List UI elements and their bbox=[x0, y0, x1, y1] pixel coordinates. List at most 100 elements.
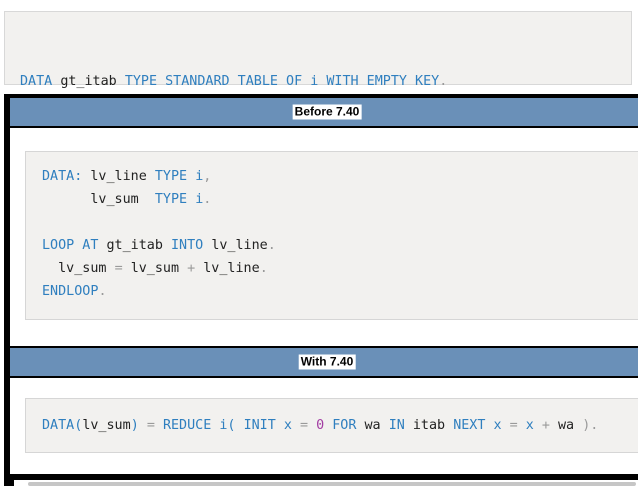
code-token: wa bbox=[558, 418, 575, 433]
code-token: itab bbox=[412, 418, 446, 433]
code-token: INTO bbox=[171, 238, 204, 253]
code-token bbox=[179, 261, 187, 276]
intro-code-block: DATA gt_itab TYPE STANDARD TABLE OF i WI… bbox=[4, 11, 632, 158]
code-line: DATA: lv_line TYPE i, bbox=[42, 165, 276, 188]
code-token: . bbox=[98, 284, 107, 299]
code-token: x bbox=[283, 418, 292, 433]
code-token bbox=[502, 418, 510, 433]
code-token: lv_sum bbox=[58, 261, 107, 276]
code-token: x bbox=[525, 418, 534, 433]
code-token: lv_sum bbox=[130, 261, 180, 276]
section-pane-before: DATA: lv_line TYPE i, lv_sum TYPE i.​LOO… bbox=[10, 128, 638, 346]
code-token: , bbox=[203, 169, 212, 184]
code-token: DATA bbox=[20, 74, 53, 89]
code-line: LOOP AT gt_itab INTO lv_line. bbox=[42, 234, 276, 257]
section-pane-with: DATA(lv_sum) = REDUCE i( INIT x = 0 FOR … bbox=[10, 378, 638, 474]
scrollbar-thumb[interactable] bbox=[28, 482, 636, 486]
code-token bbox=[356, 418, 364, 433]
code-token: WITH EMPTY KEY bbox=[326, 74, 440, 89]
code-token: i bbox=[195, 169, 204, 184]
code-token: = bbox=[509, 418, 518, 433]
code-token bbox=[574, 418, 582, 433]
code-token: TYPE bbox=[154, 192, 188, 207]
code-token bbox=[276, 418, 284, 433]
code-token bbox=[381, 418, 389, 433]
code-token bbox=[445, 418, 453, 433]
code-line: lv_sum = lv_sum + lv_line. bbox=[42, 257, 276, 280]
code-token bbox=[139, 192, 155, 207]
code-token: . bbox=[439, 74, 448, 89]
code-token: . bbox=[267, 238, 276, 253]
code-token bbox=[534, 418, 542, 433]
code-token bbox=[147, 169, 155, 184]
section-title-with: With 7.40 bbox=[298, 354, 356, 370]
code-line: ENDLOOP. bbox=[42, 280, 276, 303]
code-token: . bbox=[590, 418, 599, 433]
code-token: DATA( bbox=[42, 418, 83, 433]
code-line: DATA(lv_sum) = REDUCE i( INIT x = 0 FOR … bbox=[42, 414, 598, 437]
code-token: x bbox=[493, 418, 502, 433]
code-token: i bbox=[310, 74, 319, 89]
code-with: DATA(lv_sum) = REDUCE i( INIT x = 0 FOR … bbox=[42, 414, 598, 437]
code-token: i bbox=[195, 192, 204, 207]
code-token: 0 bbox=[316, 418, 325, 433]
code-token: lv_sum bbox=[90, 192, 139, 207]
code-token: = bbox=[114, 261, 123, 276]
code-token: lv_line bbox=[90, 169, 147, 184]
code-token: = bbox=[146, 418, 155, 433]
comparison-table: Before 7.40 DATA: lv_line TYPE i, lv_sum… bbox=[4, 94, 638, 486]
code-token bbox=[236, 418, 244, 433]
code-token: TYPE bbox=[154, 169, 188, 184]
code-token: lv_sum bbox=[82, 418, 131, 433]
code-token: gt_itab bbox=[60, 74, 117, 89]
code-token: INIT bbox=[243, 418, 276, 433]
code-token bbox=[107, 261, 115, 276]
code-token: ENDLOOP bbox=[42, 284, 99, 299]
code-token bbox=[139, 418, 147, 433]
code-token bbox=[98, 238, 106, 253]
section-title-before: Before 7.40 bbox=[292, 104, 362, 120]
code-token bbox=[155, 418, 163, 433]
code-line: DATA gt_itab TYPE STANDARD TABLE OF i WI… bbox=[20, 70, 447, 93]
code-token: LOOP AT bbox=[42, 238, 99, 253]
code-token: lv_line bbox=[203, 261, 260, 276]
code-token: = bbox=[300, 418, 309, 433]
code-token bbox=[42, 261, 58, 276]
code-token bbox=[163, 238, 171, 253]
code-token bbox=[42, 192, 90, 207]
code-before: DATA: lv_line TYPE i, lv_sum TYPE i.​LOO… bbox=[42, 165, 276, 303]
code-token bbox=[405, 418, 413, 433]
code-token: wa bbox=[364, 418, 381, 433]
code-token bbox=[187, 169, 195, 184]
code-token: + bbox=[541, 418, 550, 433]
code-token bbox=[308, 418, 316, 433]
code-token bbox=[485, 418, 493, 433]
code-token: DATA: bbox=[42, 169, 83, 184]
code-token: lv_line bbox=[211, 238, 268, 253]
code-token: i( bbox=[219, 418, 236, 433]
code-token: TYPE STANDARD TABLE OF bbox=[124, 74, 303, 89]
code-token: FOR bbox=[332, 418, 357, 433]
section-header-with: With 7.40 bbox=[10, 346, 638, 378]
code-token bbox=[518, 418, 526, 433]
code-token bbox=[292, 418, 300, 433]
code-token bbox=[123, 261, 131, 276]
code-token: . bbox=[203, 192, 212, 207]
code-token bbox=[550, 418, 558, 433]
code-token: . bbox=[259, 261, 268, 276]
section-header-before: Before 7.40 bbox=[10, 96, 638, 128]
code-token: NEXT bbox=[453, 418, 486, 433]
code-token: IN bbox=[388, 418, 405, 433]
code-token: ) bbox=[582, 418, 591, 433]
code-token: + bbox=[187, 261, 196, 276]
horizontal-scrollbar[interactable] bbox=[14, 480, 638, 486]
code-block-before: DATA: lv_line TYPE i, lv_sum TYPE i.​LOO… bbox=[25, 151, 638, 320]
code-token bbox=[187, 192, 195, 207]
code-line: ​ bbox=[42, 211, 276, 234]
code-token: REDUCE bbox=[162, 418, 212, 433]
code-line: lv_sum TYPE i. bbox=[42, 188, 276, 211]
code-token: gt_itab bbox=[106, 238, 163, 253]
code-block-with: DATA(lv_sum) = REDUCE i( INIT x = 0 FOR … bbox=[25, 398, 638, 453]
code-token bbox=[117, 74, 125, 89]
code-token: ) bbox=[130, 418, 139, 433]
